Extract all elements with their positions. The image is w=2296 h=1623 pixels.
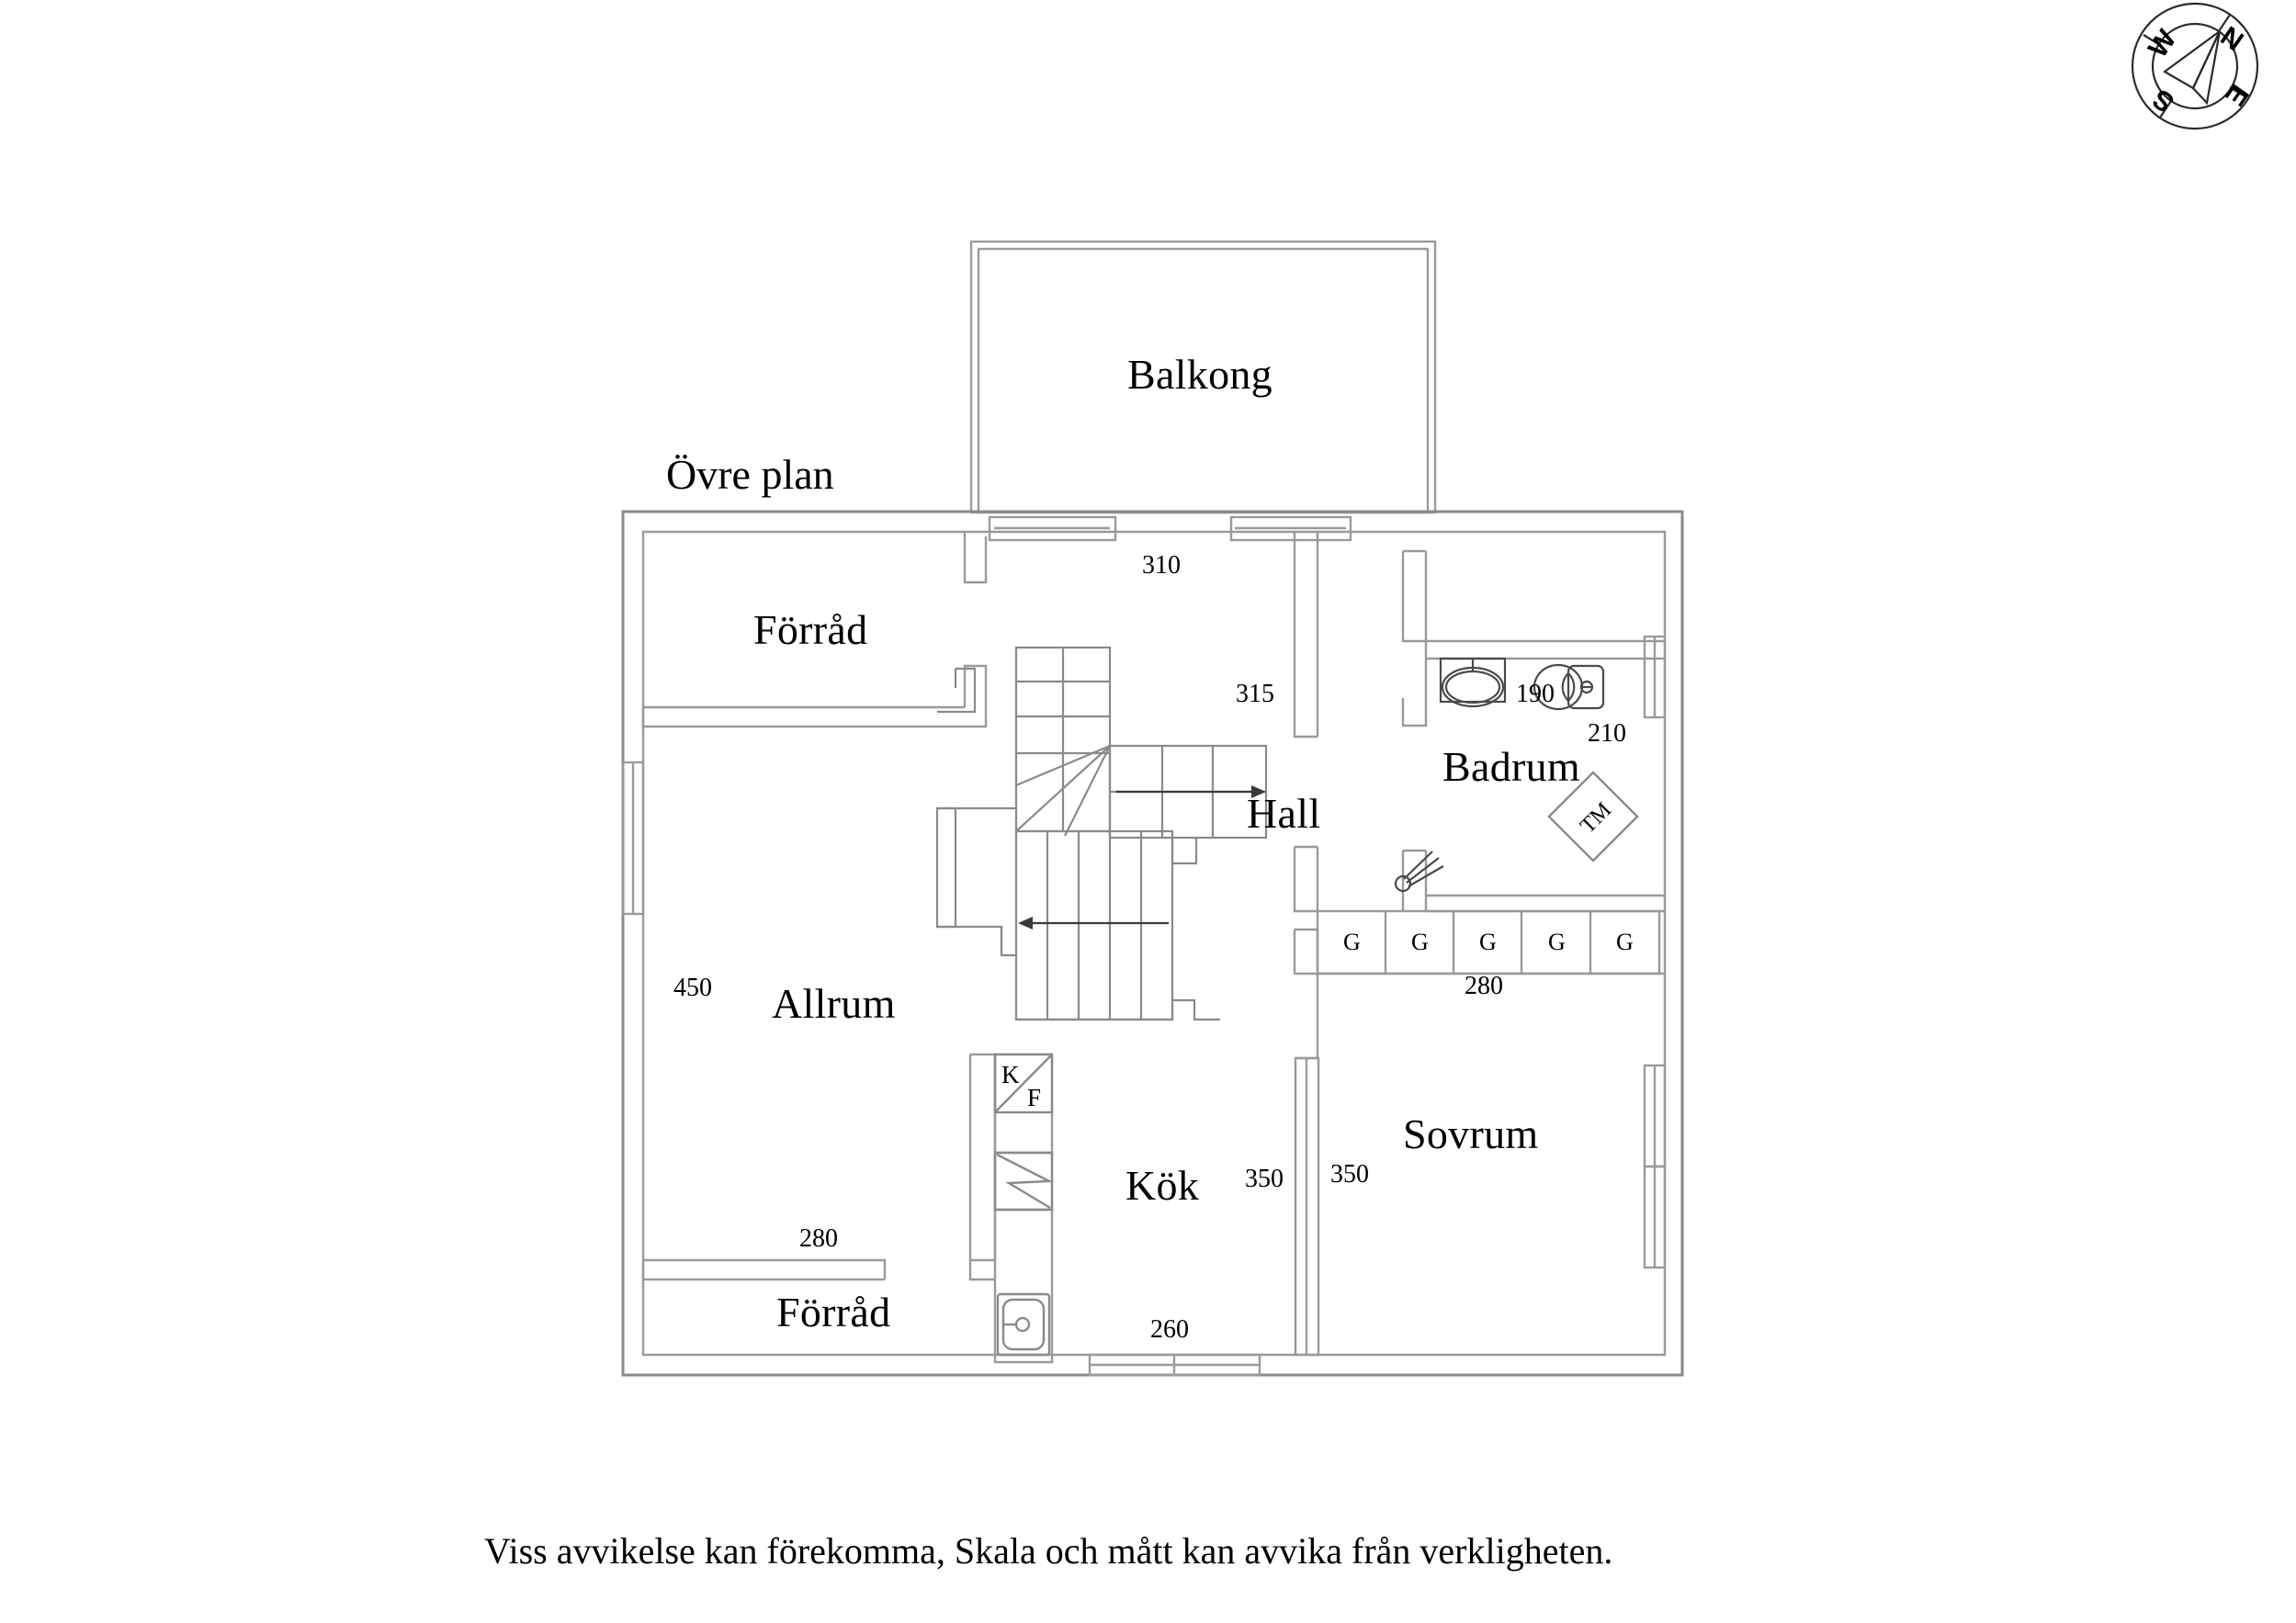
room-label-badrum: Badrum (1442, 743, 1580, 790)
window-right-badrum (1643, 635, 1667, 719)
forrad-top-walls (641, 532, 988, 728)
kitchen-units (993, 1053, 1054, 1364)
balcony-door-left (988, 515, 1117, 542)
forrad-bottom-walls (641, 1258, 995, 1281)
kok-sovrum-partition (1294, 1056, 1320, 1357)
washbasin-icon (1439, 657, 1507, 708)
dimension-badrum-depth: 210 (1588, 719, 1626, 748)
window-right-sovrum-1 (1643, 1064, 1667, 1168)
room-label-forrad-top: Förråd (753, 606, 868, 653)
room-label-forrad-bottom: Förråd (776, 1289, 891, 1336)
wardrobe-label-3: G (1479, 929, 1497, 955)
hall-wall-stubs (1293, 845, 1319, 913)
wardrobe-label-2: G (1411, 929, 1429, 955)
fridge-label: K (1001, 1061, 1020, 1088)
disclaimer-caption: Viss avvikelse kan förekomma, Skala och … (484, 1530, 1613, 1572)
shower-icon (1394, 851, 1444, 893)
wardrobe-label-1: G (1343, 929, 1361, 955)
dimension-kok-width: 260 (1150, 1315, 1189, 1344)
dimension-forrad-bottom-width: 280 (799, 1224, 838, 1253)
dimension-balcony-door-width: 310 (1142, 551, 1181, 580)
window-bottom-kok (1088, 1353, 1261, 1377)
toilet-icon (1533, 663, 1605, 711)
washing-machine-icon (1547, 771, 1639, 862)
stair-arrow-down (1018, 917, 1169, 930)
dimension-hall-north-wall: 315 (1236, 680, 1274, 708)
dimension-badrum-width: 190 (1516, 680, 1555, 708)
room-label-allrum: Allrum (772, 980, 896, 1027)
freezer-label: F (1027, 1084, 1042, 1111)
page-title: Övre plan (666, 451, 834, 498)
dimension-kok-depth: 350 (1245, 1165, 1284, 1193)
dimension-allrum-height: 450 (673, 974, 712, 1002)
room-label-sovrum: Sovrum (1403, 1110, 1539, 1157)
dimension-sovrum-depth: 350 (1330, 1160, 1369, 1189)
allrum-kok-partition (968, 1053, 997, 1260)
room-label-balkong: Balkong (1127, 351, 1272, 398)
room-label-hall: Hall (1247, 790, 1321, 837)
wardrobe-label-5: G (1616, 929, 1634, 955)
room-label-kok: Kök (1125, 1162, 1200, 1209)
window-left-allrum (621, 761, 645, 916)
wardrobe-label-4: G (1548, 929, 1566, 955)
compass-rose (2131, 2, 2259, 130)
dimension-wardrobe-run: 280 (1465, 972, 1503, 1000)
window-right-sovrum-2 (1643, 1165, 1667, 1269)
stair-arrow-up (1116, 785, 1266, 798)
balcony-door-right (1229, 515, 1352, 542)
